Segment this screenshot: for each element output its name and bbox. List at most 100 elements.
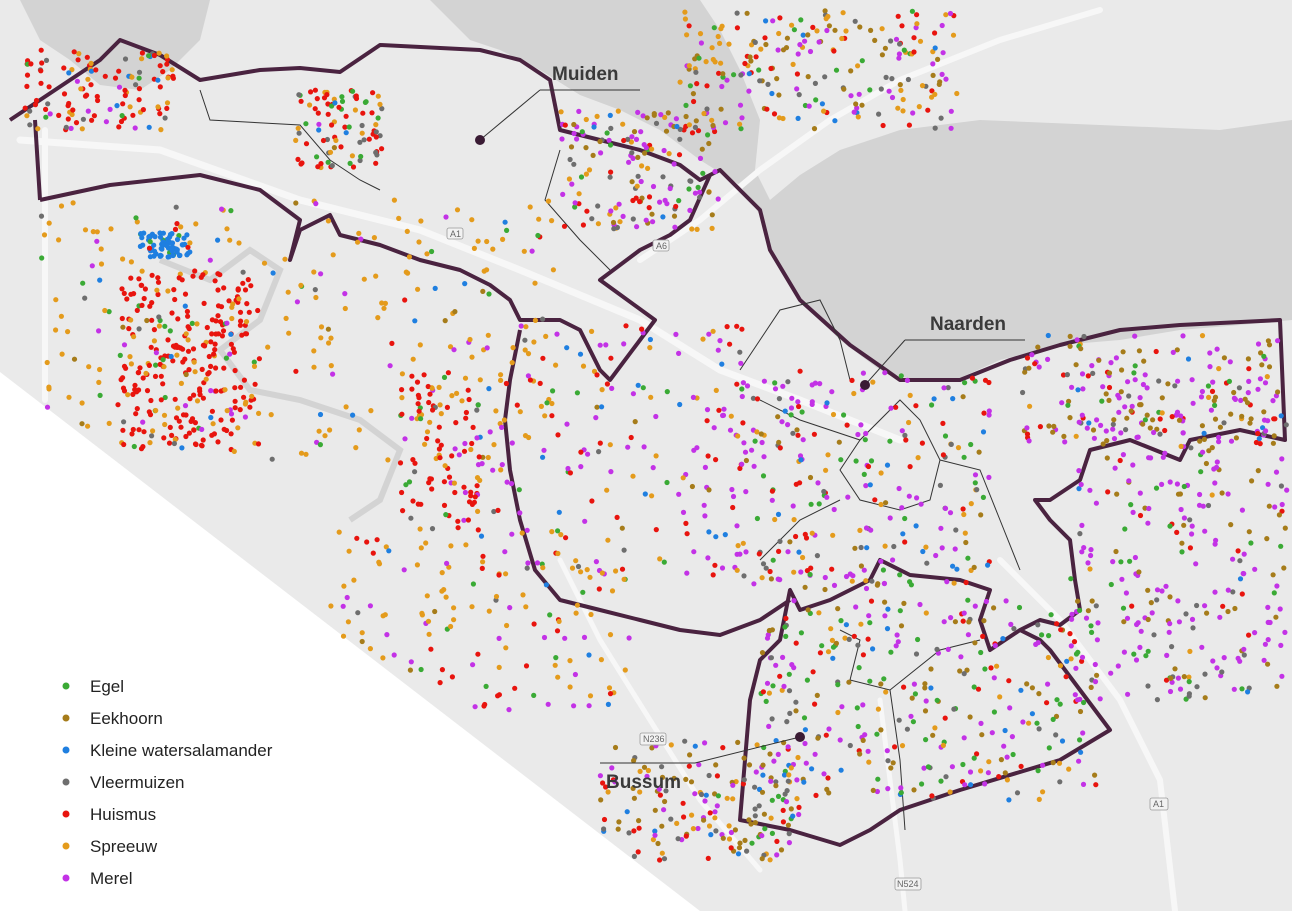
observation-dot [888,405,894,411]
observation-dot [121,441,127,448]
observation-dot [779,419,785,425]
observation-dot [853,101,859,107]
observation-dot [1099,398,1105,404]
observation-dot [660,214,666,220]
observation-dot [1075,598,1081,604]
observation-dot [227,237,233,243]
observation-dot [760,473,767,479]
observation-dot [676,350,682,356]
observation-dot [1136,348,1142,354]
observation-dot [817,381,823,387]
observation-dot [1204,610,1210,616]
observation-dot [799,409,805,415]
observation-dot [355,239,361,245]
observation-dot [598,657,605,663]
observation-dot [771,758,777,764]
observation-dot [204,324,210,331]
observation-dot [889,76,895,82]
observation-dot [1067,343,1073,349]
observation-dot [1092,772,1098,778]
observation-dot [244,301,250,307]
observation-dot [1104,438,1110,444]
observation-dot [1110,426,1116,432]
observation-dot [461,517,467,523]
observation-dot [1088,684,1094,691]
observation-dot [1154,697,1160,703]
observation-dot [475,462,482,468]
observation-dot [1219,669,1225,675]
observation-dot [38,68,44,74]
observation-dot [736,845,743,851]
observation-dot [1186,674,1192,680]
observation-dot [56,237,62,243]
place-label-naarden: Naarden [930,314,1006,335]
observation-dot [342,124,348,130]
observation-dot [474,475,481,481]
observation-dot [410,498,416,504]
observation-dot [1153,348,1159,355]
observation-dot [159,246,165,252]
observation-dot [752,784,758,790]
observation-dot [1255,341,1262,347]
observation-dot [422,441,428,447]
observation-dot [549,529,555,535]
observation-dot [391,652,397,658]
observation-dot [631,758,637,764]
observation-dot [734,25,741,31]
observation-dot [153,362,159,368]
observation-dot [1231,389,1237,396]
observation-dot [47,111,53,117]
observation-dot [899,505,905,511]
observation-dot [888,649,894,655]
observation-dot [751,581,757,587]
observation-dot [462,281,468,287]
observation-dot [56,112,62,118]
observation-dot [739,461,745,467]
observation-dot [936,81,942,87]
observation-dot [780,383,786,389]
observation-dot [24,83,30,89]
observation-dot [1123,427,1129,433]
observation-dot [971,755,977,761]
observation-dot [235,287,241,293]
observation-dot [102,73,108,79]
observation-dot [801,779,807,785]
observation-dot [399,411,405,417]
observation-dot [744,848,750,854]
observation-dot [774,838,780,845]
observation-dot [79,126,85,132]
observation-dot [729,486,735,493]
observation-dot [974,751,980,757]
observation-dot [88,68,95,74]
observation-dot [684,570,690,576]
observation-dot [221,365,227,371]
observation-dot [131,443,137,450]
observation-dot [1035,640,1041,646]
observation-dot [470,424,476,430]
observation-dot [496,572,502,578]
observation-dot [821,488,827,495]
observation-dot [560,191,566,197]
observation-dot [127,104,133,110]
observation-dot [559,136,565,142]
observation-dot [94,238,100,244]
observation-dot [737,349,743,355]
observation-dot [1118,389,1124,395]
observation-dot [350,412,356,418]
observation-dot [689,130,696,136]
observation-dot [212,278,218,284]
observation-dot [929,402,935,408]
observation-dot [70,200,76,206]
observation-dot [899,23,905,29]
observation-dot [599,404,605,410]
observation-dot [293,137,299,143]
observation-dot [720,71,726,77]
observation-dot [1090,427,1097,433]
observation-dot [778,847,785,853]
observation-dot [1009,734,1016,740]
observation-dot [835,606,841,612]
observation-dot [416,239,422,245]
observation-dot [798,457,804,463]
observation-dot [426,631,432,637]
observation-dot [713,457,719,463]
